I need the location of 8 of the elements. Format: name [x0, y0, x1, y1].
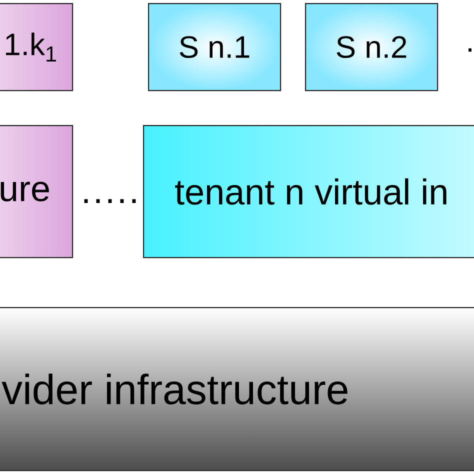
service-box: S n.2	[305, 3, 438, 92]
ellipsis: ·····	[84, 199, 136, 204]
ellipsis: .	[468, 48, 472, 52]
virtual-infrastructure-box: ure	[0, 125, 74, 258]
virtual-infrastructure-box: tenant n virtual in	[143, 125, 474, 258]
service-box: S n.1	[148, 3, 282, 92]
service-box: 1.k$_{1}$	[0, 3, 74, 92]
infrastructure-box: vider infrastructure	[0, 307, 474, 472]
